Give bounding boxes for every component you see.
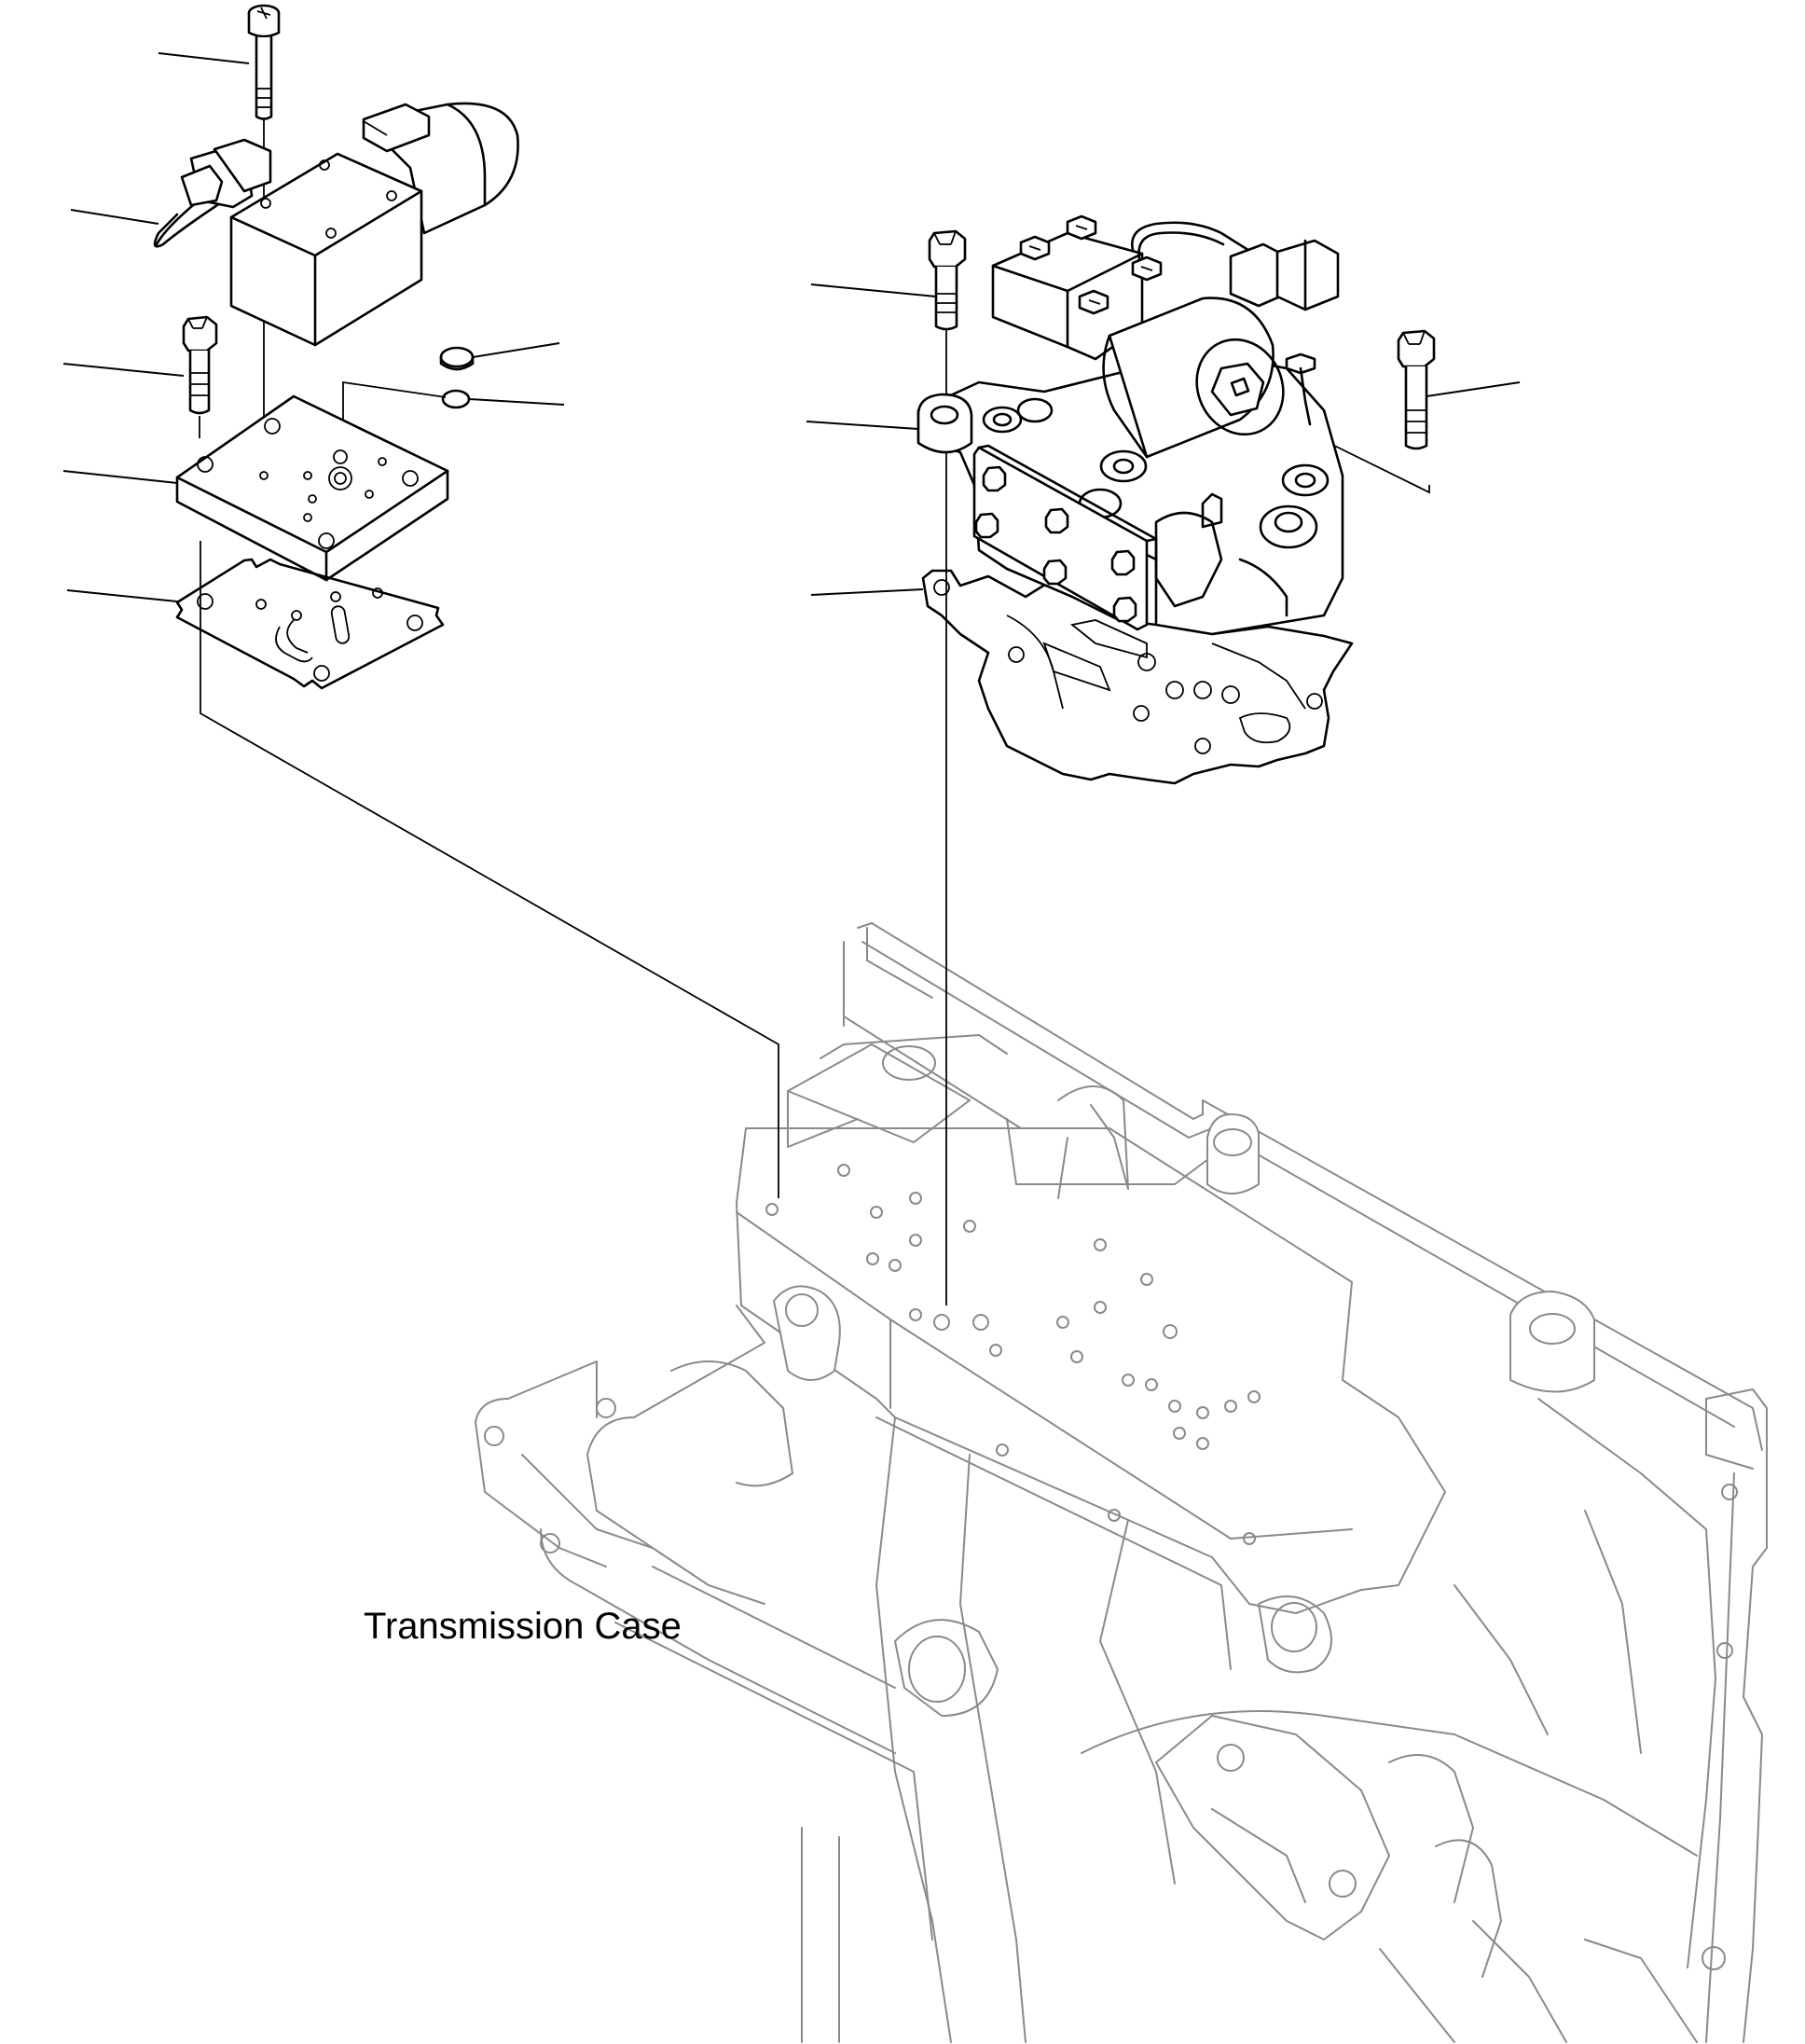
leader-left-valve-plate	[62, 470, 178, 484]
case-mounting-holes	[765, 1164, 1261, 1545]
leader-right-hex-bolt-left	[810, 283, 937, 297]
transmission-case-drawing	[475, 922, 1768, 2043]
left-solenoid-valve	[153, 102, 519, 347]
left-gasket	[175, 558, 445, 690]
bar-plate-bolts	[974, 465, 1137, 623]
transmission-case-label: Transmission Case	[364, 1606, 682, 1647]
leader-left-gasket	[66, 589, 178, 602]
leader-plug	[468, 398, 565, 406]
leader-steel-ball	[472, 342, 560, 358]
assembly-center-lines	[200, 75, 1430, 1305]
left-valve-plate	[175, 394, 449, 582]
left-cap-screw-top	[247, 4, 281, 120]
left-hex-bolt	[182, 315, 218, 438]
leader-left-cap-screw	[158, 52, 250, 64]
right-hex-bolt-right	[1397, 329, 1436, 450]
leader-right-hex-bolt-right	[1426, 381, 1521, 397]
steel-ball	[439, 346, 475, 371]
control-valve-assembly	[916, 214, 1344, 636]
leader-right-gasket	[810, 588, 924, 596]
leader-left-solenoid-valve	[70, 209, 159, 225]
plug	[441, 389, 471, 409]
leader-control-valve-assembly	[806, 421, 919, 430]
leader-left-hex-bolt	[62, 363, 185, 377]
right-hex-bolt-left	[928, 229, 967, 331]
